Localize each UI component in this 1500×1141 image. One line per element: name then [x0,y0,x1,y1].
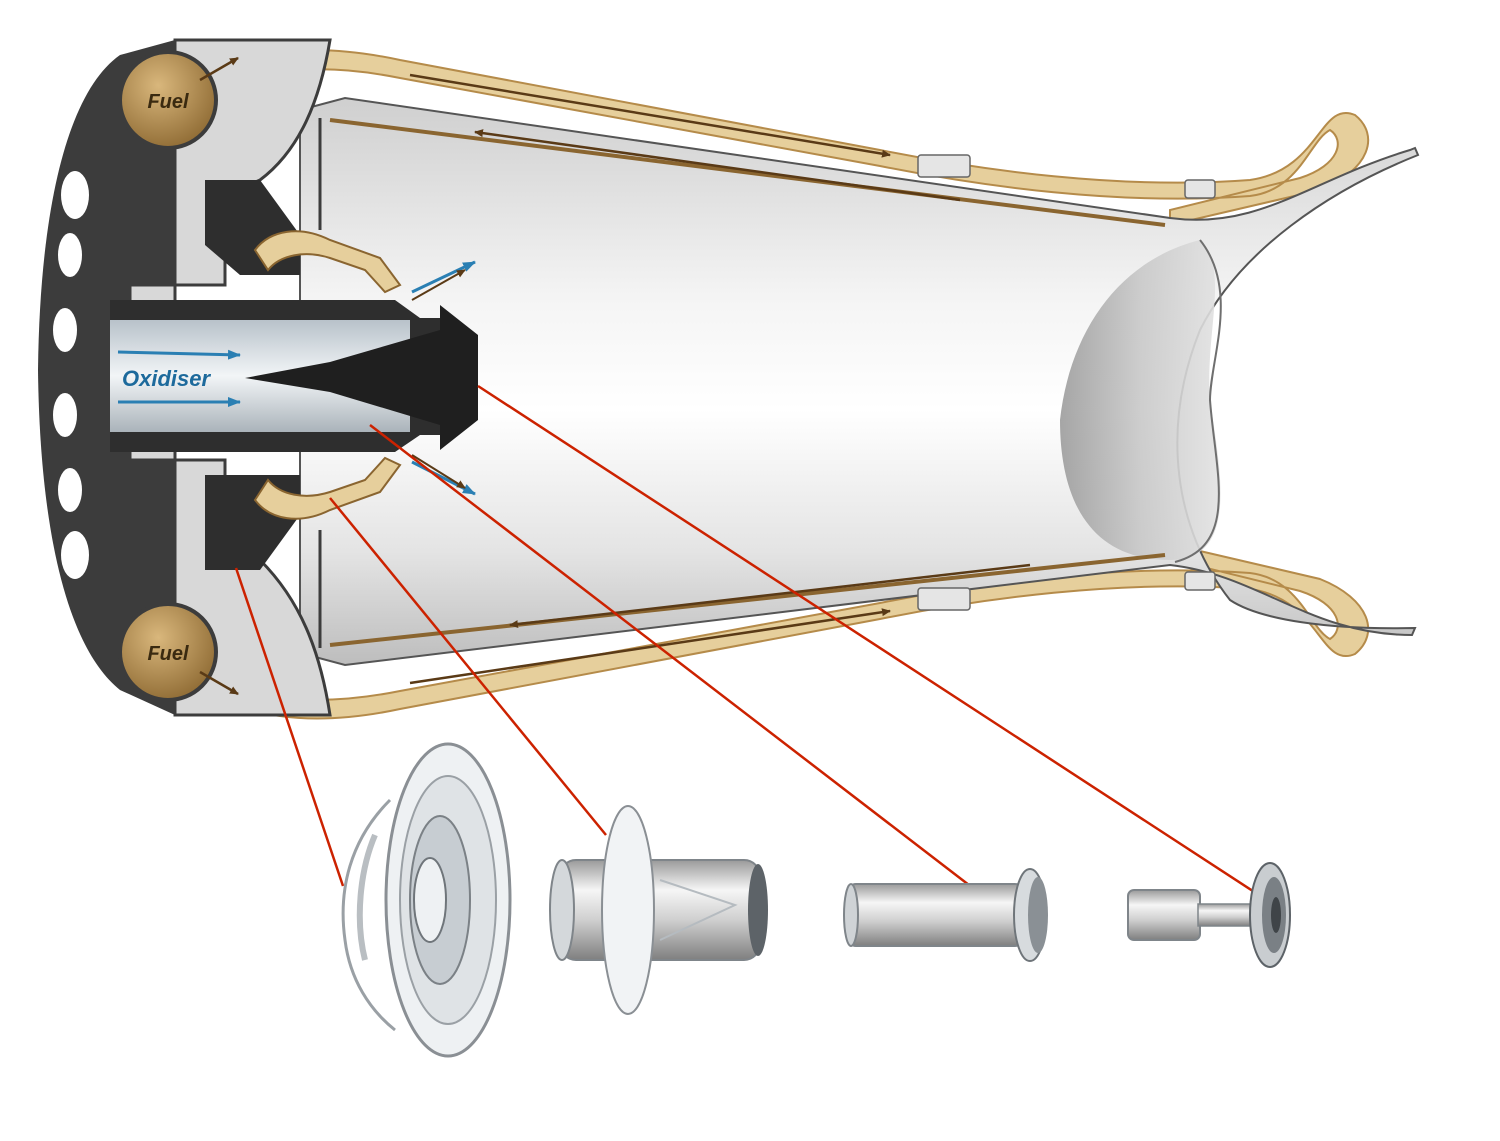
fuel-label-bottom: Fuel [147,643,189,665]
callout-line-face-plate [234,567,345,887]
injector-flange [38,38,402,717]
fuel-label-top: Fuel [147,91,189,113]
callout-line-oxidiser-tube [369,424,1009,916]
fuel-manifold-bottom: Fuel [118,602,239,702]
bolt-hole-1 [61,171,89,219]
fuel-manifold-top: Fuel [118,50,239,150]
pintle-tip-icon [1127,862,1291,968]
bolt-hole-2 [58,233,82,277]
callout-line-outer-sleeve [329,497,607,836]
pintle [245,305,478,450]
bolt-hole-3 [53,308,77,352]
fuel-flow-arrow-bottom-in [509,563,1031,629]
callout-lines [234,384,1263,916]
bolt-hole-6 [61,531,89,579]
bolt-hole-5 [58,468,82,512]
fuel-flow-arrow-top-out [409,73,891,158]
outer-sleeve-icon [549,805,768,1015]
fuel-flow-arrow-top-in [474,129,961,202]
oxidiser-injector: Oxidiser [110,260,478,496]
oxidiser-label: Oxidiser [122,366,211,391]
injector-face-plate-icon [341,742,512,1058]
oxidiser-tube-icon [843,868,1048,962]
bolt-hole-4 [53,393,77,437]
fuel-flow-arrow-bottom-out [409,608,891,685]
callout-line-pintle-tip [477,384,1263,899]
combustion-chamber [299,73,1420,685]
